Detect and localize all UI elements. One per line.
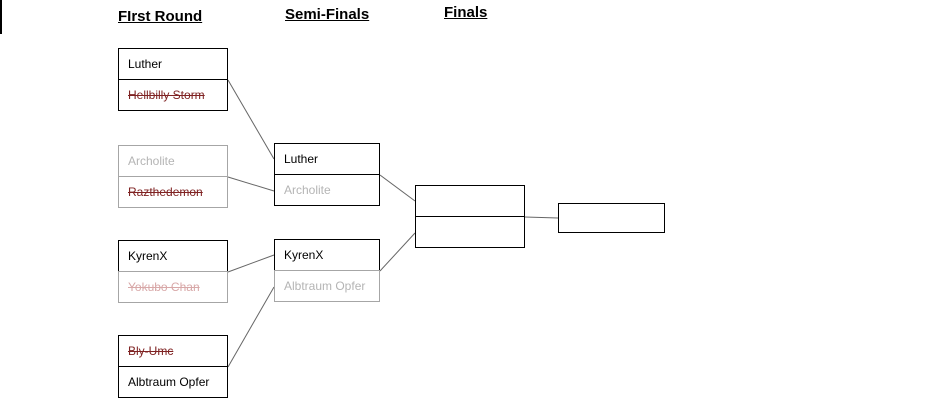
player-name: Archolite xyxy=(128,154,175,168)
player-cell-empty xyxy=(415,185,525,217)
player-name: Razthedemon xyxy=(128,185,203,199)
player-name: KyrenX xyxy=(284,248,324,262)
player-name: Luther xyxy=(284,152,319,166)
player-name: Bly-Umc xyxy=(128,344,174,358)
player-name: Albtraum Opfer xyxy=(284,279,366,293)
player-cell: Archolite xyxy=(274,174,380,206)
connector-line xyxy=(227,254,275,273)
first-round-match-2: Archolite Razthedemon xyxy=(118,145,228,208)
player-name: Luther xyxy=(128,57,163,71)
player-name: Archolite xyxy=(284,183,331,197)
connector-line xyxy=(379,174,416,202)
connector-line xyxy=(227,79,275,160)
player-cell: Luther xyxy=(274,143,380,175)
player-name: Hellbilly Storm xyxy=(128,88,205,102)
semi-final-match-1: Luther Archolite xyxy=(274,143,380,206)
corner-mark xyxy=(0,0,2,34)
connector-line xyxy=(227,286,275,368)
player-name: KyrenX xyxy=(128,249,168,263)
player-cell: Razthedemon xyxy=(118,176,228,208)
player-cell: Hellbilly Storm xyxy=(118,79,228,111)
champion-box xyxy=(558,203,665,233)
column-header-first-round: FIrst Round xyxy=(118,8,203,25)
player-cell-empty xyxy=(415,216,525,248)
first-round-match-1: Luther Hellbilly Storm xyxy=(118,48,228,111)
player-cell: Luther xyxy=(118,48,228,80)
finals-match xyxy=(415,185,525,248)
column-header-semi-finals: Semi-Finals xyxy=(285,6,370,23)
connector-line xyxy=(227,176,275,192)
first-round-match-4: Bly-Umc Albtraum Opfer xyxy=(118,335,228,398)
player-cell: Albtraum Opfer xyxy=(118,366,228,398)
player-cell: KyrenX xyxy=(118,240,228,272)
first-round-match-3: KyrenX Yokubo Chan xyxy=(118,240,228,303)
player-name: Yokubo Chan xyxy=(128,280,200,294)
connector-line xyxy=(379,232,416,272)
player-cell: Archolite xyxy=(118,145,228,177)
player-name: Albtraum Opfer xyxy=(128,375,210,389)
champion-cell-empty xyxy=(558,203,665,233)
column-header-finals: Finals xyxy=(444,4,488,21)
player-cell: Bly-Umc xyxy=(118,335,228,367)
player-cell: Yokubo Chan xyxy=(118,271,228,303)
semi-final-match-2: KyrenX Albtraum Opfer xyxy=(274,239,380,302)
connector-line xyxy=(524,216,559,219)
player-cell: Albtraum Opfer xyxy=(274,270,380,302)
player-cell: KyrenX xyxy=(274,239,380,271)
